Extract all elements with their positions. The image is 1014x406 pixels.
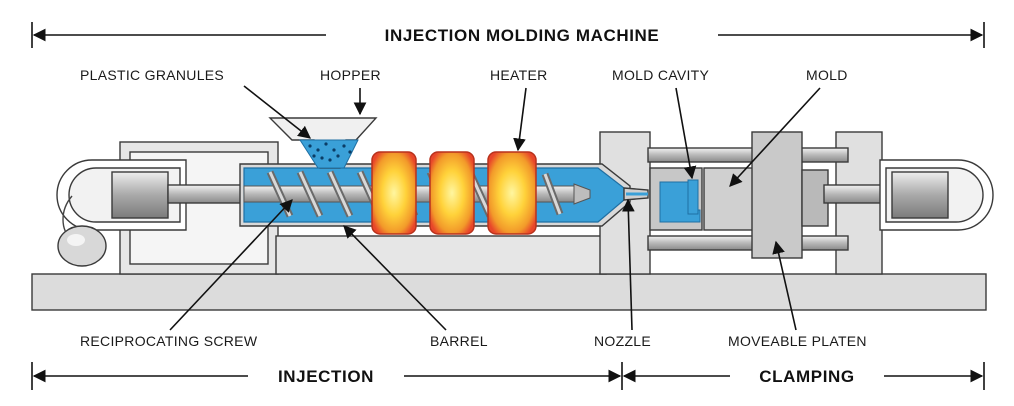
heater-band-1 (371, 151, 417, 235)
label-mold: MOLD (806, 67, 848, 83)
leader-nozzle (621, 198, 635, 331)
label-heater: HEATER (490, 67, 548, 83)
leader-mold-cavity (675, 87, 697, 180)
hopper (268, 117, 378, 169)
leader-plastic-granules (243, 85, 312, 139)
leader-reciprocating-screw (169, 199, 293, 331)
heater-band-2 (429, 151, 475, 235)
clamping-cylinder (823, 159, 994, 231)
section-injection: INJECTION (278, 367, 374, 386)
label-moveable-platen: MOVEABLE PLATEN (728, 333, 867, 349)
section-clamping: CLAMPING (759, 367, 854, 386)
leader-heater (513, 87, 527, 152)
leader-barrel (343, 225, 447, 331)
label-plastic-granules: PLASTIC GRANULES (80, 67, 224, 83)
diagram-title: INJECTION MOLDING MACHINE (385, 26, 660, 45)
label-barrel: BARREL (430, 333, 488, 349)
injection-cylinder (56, 159, 243, 267)
clamping-dimension-line (622, 362, 985, 390)
heater-band-3 (487, 151, 537, 235)
label-mold-cavity: MOLD CAVITY (612, 67, 710, 83)
injection-dimension-line (31, 362, 623, 390)
label-reciprocating-screw: RECIPROCATING SCREW (80, 333, 258, 349)
label-hopper: HOPPER (320, 67, 381, 83)
clamping-unit (647, 131, 849, 259)
title-dimension-line (31, 22, 985, 48)
label-nozzle: NOZZLE (594, 333, 651, 349)
leader-mold (729, 87, 821, 187)
leader-moveable-platen (772, 240, 797, 331)
